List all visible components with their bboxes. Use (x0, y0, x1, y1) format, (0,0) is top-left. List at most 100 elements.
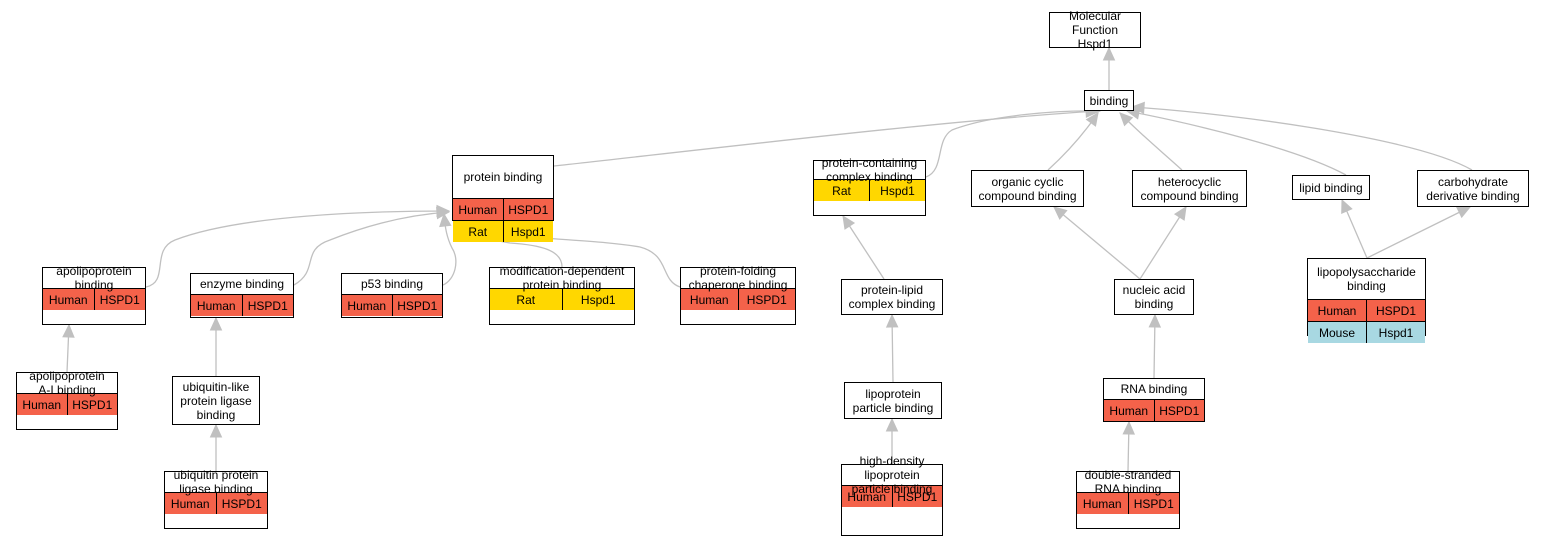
species-cell: Human (22, 397, 62, 412)
go-term-label: RNA binding (1120, 382, 1188, 396)
gene-cell: HSPD1 (391, 295, 443, 316)
go-term-label: enzyme binding (199, 277, 285, 291)
edge-enzyme-to-protein_binding (293, 211, 450, 286)
arrowhead-lps-to-lipid_binding (1341, 198, 1353, 214)
arrowhead-heterocyclic-to-binding (1119, 112, 1134, 127)
arrowhead-lipoprotein-to-protein_lipid (885, 313, 899, 328)
go-term-label: lipoprotein particle binding (852, 386, 934, 415)
gene-cell: HSPD1 (93, 289, 146, 310)
go-term-label: lipid binding (1299, 180, 1363, 195)
species-cell: Human (847, 489, 887, 504)
edge-pc_complex-to-binding (925, 110, 1101, 178)
arrowhead-binding-to-mf (1102, 46, 1116, 61)
go-term-label: organic cyclic compound binding (978, 174, 1077, 203)
species-gene-row: Mouse Hspd1 (1308, 321, 1425, 343)
go-term-label: nucleic acid binding (1122, 283, 1186, 311)
arrowhead-rna-to-nucleic (1148, 313, 1162, 328)
species-cell: Human (48, 292, 88, 307)
arrowhead-lps-to-carbohydrate (1456, 206, 1472, 219)
go-term-label: p53 binding (360, 277, 424, 291)
go-term-node-nucleic[interactable]: nucleic acid binding (1114, 279, 1194, 315)
gene-cell: HSPD1 (502, 199, 554, 220)
go-term-label: protein binding (463, 170, 543, 184)
gene-cell: HSPD1 (241, 295, 294, 316)
go-term-label: high-density lipoprotein particle bindin… (852, 454, 933, 496)
species-gene-row: Rat Hspd1 (814, 179, 925, 201)
species-cell: Rat (832, 183, 851, 198)
species-gene-row: Rat Hspd1 (490, 288, 634, 310)
species-cell: Rat (516, 292, 536, 307)
arrowhead-ubq_ligase-to-ubl_ligase (209, 423, 223, 438)
go-term-node-carbohydrate[interactable]: carbohydrate derivative binding (1417, 170, 1529, 207)
go-term-label: carbohydrate derivative binding (1426, 174, 1520, 203)
go-term-node-ubl_ligase[interactable]: ubiquitin-like protein ligase binding (172, 376, 260, 425)
go-term-node-protein_lipid[interactable]: protein-lipid complex binding (841, 279, 943, 315)
arrowhead-apoA1-to-apolipoprotein (62, 323, 75, 338)
edge-lps-to-carbohydrate (1366, 206, 1471, 259)
go-term-node-mf[interactable]: Molecular Function Hspd1 (1049, 9, 1141, 51)
arrowhead-nucleic-to-heterocyclic (1173, 205, 1187, 221)
species-cell: Human (689, 292, 729, 307)
go-term-node-heterocyclic[interactable]: heterocyclic compound binding (1132, 170, 1247, 207)
gene-cell: Hspd1 (502, 221, 554, 242)
species-cell: Mouse (1318, 325, 1356, 340)
arrowhead-nucleic-to-organic_cyclic (1053, 206, 1068, 220)
species-gene-row: Human HSPD1 (191, 294, 293, 316)
edge-lipid_binding-to-binding (1126, 110, 1347, 176)
arrowhead-carbohydrate-to-binding (1130, 101, 1145, 115)
species-cell: Human (196, 298, 236, 313)
gene-cell: HSPD1 (1366, 300, 1425, 321)
go-term-node-binding[interactable]: binding (1084, 90, 1134, 111)
species-cell: Human (170, 496, 210, 511)
edge-protein_binding-to-binding (553, 110, 1099, 167)
edge-carbohydrate-to-binding (1131, 106, 1473, 171)
edge-apolipoprotein-to-protein_binding (145, 210, 450, 288)
go-term-node-lipoprotein[interactable]: lipoprotein particle binding (844, 382, 942, 419)
species-gene-row: Human HSPD1 (17, 393, 117, 415)
species-cell: Human (458, 202, 498, 217)
species-gene-row: Human HSPD1 (453, 198, 553, 220)
gene-cell: Hspd1 (869, 180, 925, 201)
gene-cell: HSPD1 (66, 394, 118, 415)
go-term-label: binding (1089, 93, 1129, 108)
arrowhead-dsrna-to-rna (1122, 420, 1136, 435)
go-term-node-hdl[interactable]: high-density lipoprotein particle bindin… (841, 454, 943, 536)
edge-heterocyclic-to-binding (1119, 112, 1183, 171)
go-term-label: heterocyclic compound binding (1140, 174, 1239, 203)
go-term-label: lipopolysaccharide binding (1317, 265, 1416, 293)
go-term-label: double-stranded RNA binding (1084, 468, 1172, 496)
go-term-label: ubiquitin protein ligase binding (173, 468, 259, 496)
species-cell: Rat (468, 224, 488, 239)
gene-cell: Hspd1 (1366, 322, 1425, 343)
gene-cell: HSPD1 (1153, 400, 1205, 421)
go-term-label: protein-lipid complex binding (848, 283, 936, 311)
go-term-node-lipid_binding[interactable]: lipid binding (1292, 175, 1370, 200)
go-term-node-organic_cyclic[interactable]: organic cyclic compound binding (971, 170, 1084, 207)
go-term-label: modification-dependent protein binding (499, 264, 625, 292)
go-term-label: ubiquitin-like protein ligase binding (180, 379, 252, 422)
species-gene-row: Human HSPD1 (43, 288, 145, 310)
gene-cell: Hspd1 (561, 289, 635, 310)
edge-nucleic-to-heterocyclic (1139, 206, 1187, 280)
species-cell: Human (1109, 403, 1149, 418)
edge-nucleic-to-organic_cyclic (1053, 206, 1141, 280)
species-gene-row: Rat Hspd1 (453, 220, 553, 242)
go-term-label: apolipoprotein A-I binding (29, 369, 105, 397)
